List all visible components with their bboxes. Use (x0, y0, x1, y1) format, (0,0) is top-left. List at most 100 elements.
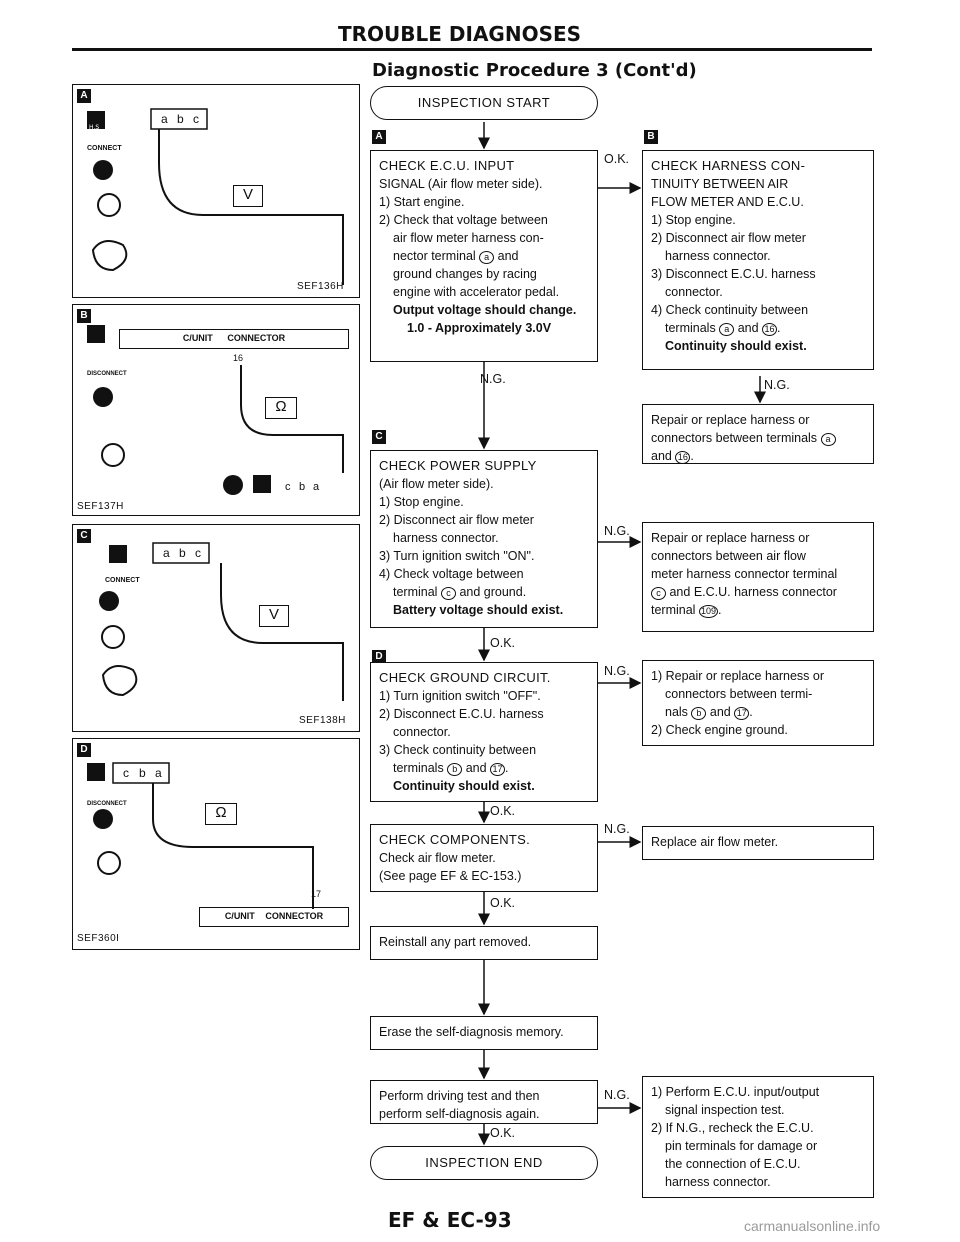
pin-c: c (285, 481, 291, 493)
ok-label: O.K. (490, 1126, 516, 1140)
pin-c: c (193, 112, 199, 126)
ng-label: N.G. (764, 378, 790, 392)
connect-label: CONNECT (87, 145, 122, 152)
terminal-c-icon: c (440, 587, 456, 600)
step-line: 3) Turn ignition switch "ON". (379, 549, 535, 563)
step-c-box: CHECK POWER SUPPLY (Air flow meter side)… (370, 450, 598, 628)
repair-text: and (651, 449, 672, 463)
step-line: connector. (393, 725, 451, 739)
repair-c-box: Repair or replace harness or connectors … (642, 522, 874, 632)
action-text: pin terminals for damage or (665, 1139, 818, 1153)
repair-line: 1) Repair or replace harness or (651, 669, 824, 683)
step-line: harness connector. (393, 531, 499, 545)
action-text: perform self-diagnosis again. (379, 1107, 540, 1121)
pin-a: a (155, 766, 162, 780)
action-text: Erase the self-diagnosis memory. (379, 1025, 564, 1039)
step-letter-b: B (644, 130, 658, 144)
connector-label: C/UNIT (182, 333, 213, 343)
action-text: the connection of E.C.U. (665, 1157, 801, 1171)
step-line: engine with accelerator pedal. (393, 285, 560, 299)
wiring-diagram: H.S (87, 108, 344, 285)
step-title: CHECK GROUND CIRCUIT. (379, 670, 551, 685)
disconnect-label: DISCONNECT (87, 801, 127, 807)
terminal-c-icon: c (651, 587, 666, 600)
terminal-16-icon: 16 (762, 323, 778, 336)
step-result: Output voltage should change. (393, 303, 577, 317)
erase-box: Erase the self-diagnosis memory. (370, 1016, 598, 1050)
watermark: carmanualsonline.info (744, 1218, 881, 1234)
repair-line: connectors between terminals a (651, 429, 865, 447)
step-text: and (497, 249, 519, 263)
ng-label: N.G. (604, 524, 630, 538)
connector-label-2: CONNECTOR (265, 911, 324, 921)
step-text: and (465, 761, 487, 775)
ng-label: N.G. (480, 372, 506, 386)
step-text: and (737, 321, 759, 335)
ok-label: O.K. (490, 896, 516, 910)
procedure-title: Diagnostic Procedure 3 (Cont'd) (372, 60, 697, 81)
terminal-b-icon: b (447, 763, 463, 776)
step-line: 4) Check voltage between (379, 567, 524, 581)
terminal-17-icon: 17 (490, 763, 506, 776)
step-line: 1) Stop engine. (379, 495, 464, 509)
repair-line: 2) Check engine ground. (651, 723, 788, 737)
repair-b-box: Repair or replace harness or connectors … (642, 404, 874, 464)
step-line: Check air flow meter. (379, 851, 496, 865)
figure-code: SEF136H (297, 281, 344, 292)
step-line: terminals b and 17. (393, 761, 509, 776)
step-text: terminals (665, 321, 716, 335)
repair-text: connectors between terminals (651, 431, 818, 445)
action-text: 2) If N.G., recheck the E.C.U. (651, 1121, 814, 1135)
step-line: 3) Check continuity between (379, 743, 537, 757)
figure-code: SEF138H (299, 715, 346, 726)
repair-line: nals b and 17. (665, 705, 753, 720)
step-title: CHECK POWER SUPPLY (379, 458, 537, 473)
repair-text: terminal (651, 603, 696, 617)
header-rule (72, 48, 872, 51)
step-d-box: CHECK GROUND CIRCUIT. 1) Turn ignition s… (370, 662, 598, 802)
diagram-panel-c: C CONNECT a b c V SEF138H (72, 524, 360, 732)
ng-label: N.G. (604, 664, 630, 678)
repair-line: meter harness connector terminal (651, 567, 838, 581)
page-header: TROUBLE DIAGNOSES (338, 22, 582, 46)
ok-label: O.K. (490, 804, 516, 818)
step-line: 1) Stop engine. (651, 213, 736, 227)
step-line: 1) Start engine. (379, 195, 465, 209)
action-text: signal inspection test. (665, 1103, 785, 1117)
c-unit-connector: C/UNIT CONNECTOR (199, 907, 349, 927)
terminal-17-icon: 17 (734, 707, 750, 720)
svg-text:H.S: H.S (89, 124, 99, 131)
step-line: FLOW METER AND E.C.U. (651, 195, 804, 209)
step-line: SIGNAL (Air flow meter side). (379, 177, 543, 191)
terminal-a-icon: a (820, 433, 836, 446)
diagram-panel-d: D DISCONNECT c b a Ω 17 C/UNIT CONNECTOR… (72, 738, 360, 950)
step-result: Battery voltage should exist. (393, 603, 564, 617)
pin-a: a (163, 546, 170, 560)
pin-b: b (179, 546, 186, 560)
step-line: nector terminal a and (379, 247, 589, 265)
repair-line: connectors between air flow (651, 549, 806, 563)
figure-code: SEF360I (77, 933, 120, 944)
terminal-109-icon: 109 (698, 605, 718, 618)
inspection-end: INSPECTION END (370, 1146, 598, 1180)
step-line: 2) Disconnect air flow meter (379, 513, 534, 527)
diagram-letter: D (77, 743, 91, 757)
step-title: CHECK E.C.U. INPUT (379, 158, 515, 173)
terminal-a-icon: a (479, 251, 495, 264)
step-line: 3) Disconnect E.C.U. harness (651, 267, 816, 281)
ng-label: N.G. (604, 822, 630, 836)
step-line: 2) Disconnect air flow meter (651, 231, 806, 245)
pin-a: a (161, 112, 168, 126)
connector-label-2: CONNECTOR (227, 333, 286, 343)
repair-line: c and E.C.U. harness connector (651, 583, 865, 601)
repair-text: nals (665, 705, 688, 719)
step-letter-c: C (372, 430, 386, 444)
c-unit-connector: C/UNIT CONNECTOR (119, 329, 349, 349)
pin-b: b (299, 481, 306, 493)
step-line: 2) Check that voltage between (379, 213, 548, 227)
terminal-16-icon: 16 (675, 451, 691, 464)
replace-meter-box: Replace air flow meter. (642, 826, 874, 860)
action-text: Replace air flow meter. (651, 835, 779, 849)
repair-line: connectors between termi- (665, 687, 813, 701)
